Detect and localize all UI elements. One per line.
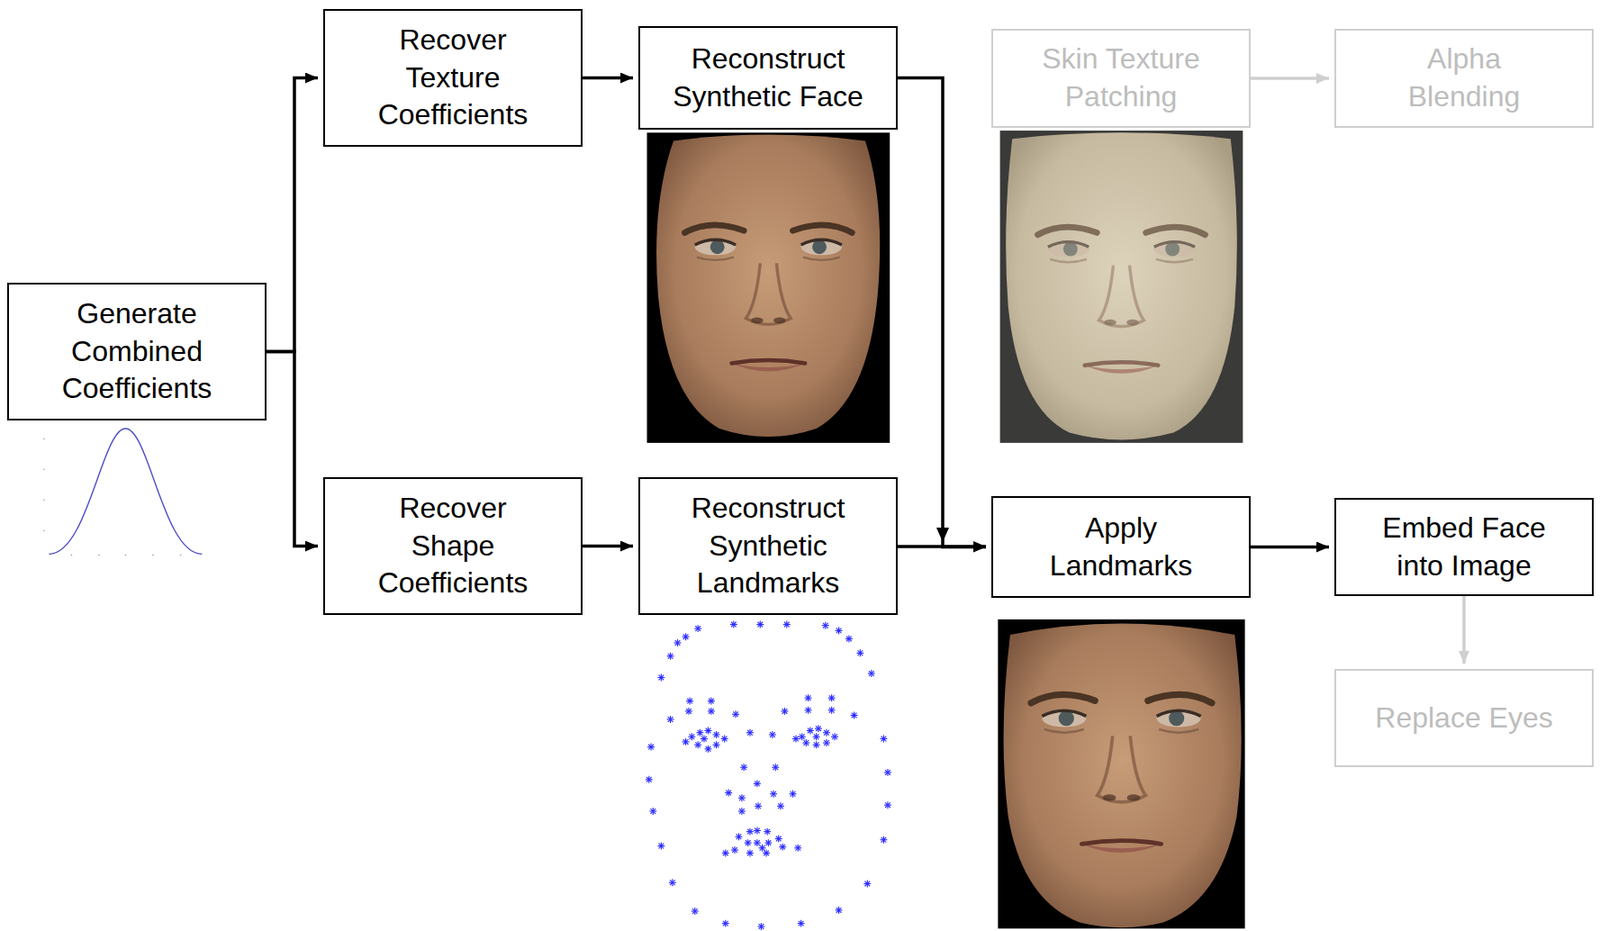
arrow-connector (266, 352, 318, 547)
arrow-connector (582, 544, 633, 549)
process-box: Recover Texture Coefficients (323, 9, 583, 147)
process-box: Apply Landmarks (991, 496, 1251, 598)
box-label: Reconstruct Synthetic Face (655, 40, 881, 116)
process-box: Reconstruct Synthetic Face (638, 26, 898, 130)
arrow-connector (897, 78, 986, 548)
box-label: Skin Texture Patching (1017, 40, 1225, 116)
box-label: Recover Texture Coefficients (362, 21, 543, 135)
process-box: Generate Combined Coefficients (7, 282, 267, 421)
disabled-box: Replace Eyes (1334, 668, 1594, 768)
arrow-connector (1462, 596, 1466, 664)
box-label: Recover Shape Coefficients (362, 489, 543, 603)
landmark-points (645, 621, 892, 931)
box-label: Generate Combined Coefficients (46, 295, 227, 408)
box-label: Reconstruct Synthetic Landmarks (655, 489, 881, 603)
disabled-box: Skin Texture Patching (991, 28, 1251, 128)
process-box: Embed Face into Image (1334, 497, 1594, 597)
disabled-box: Alpha Blending (1334, 28, 1594, 128)
synthetic-face-image (647, 132, 891, 443)
arrow-connector (897, 544, 986, 549)
landmarked-face-image (997, 619, 1245, 929)
patched-face-image (1000, 130, 1244, 443)
box-label: Alpha Blending (1378, 40, 1550, 116)
arrow-connector (266, 78, 318, 353)
box-label: Embed Face into Image (1367, 509, 1562, 585)
arrow-connector (1250, 545, 1329, 550)
gaussian-curve (43, 428, 203, 556)
arrow-connector (1250, 76, 1329, 81)
arrow-connector (582, 76, 633, 81)
box-label: Apply Landmarks (1030, 509, 1212, 585)
box-label: Replace Eyes (1374, 699, 1553, 738)
process-box: Reconstruct Synthetic Landmarks (638, 477, 898, 615)
process-box: Recover Shape Coefficients (323, 477, 583, 615)
